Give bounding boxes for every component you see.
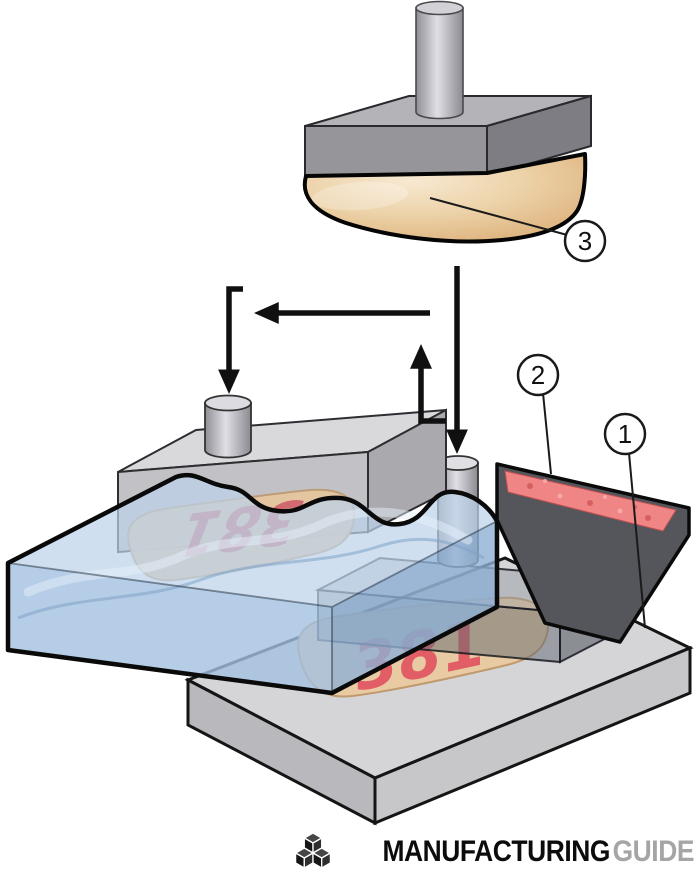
base-plate-right-face (373, 645, 692, 826)
callout-2-label: 2 (531, 360, 545, 390)
arrow-down-left-icon (218, 286, 243, 394)
motion-arrows (218, 266, 468, 454)
callout-2-circle (516, 353, 560, 397)
surface-wave-highlight (23, 507, 473, 597)
workpiece-inner-edges (7, 520, 498, 693)
surface-wave-shade (17, 537, 485, 620)
callout-1-leader (628, 452, 646, 629)
logo-text-guide: GUIDE (612, 835, 695, 868)
callout-1-circle (603, 412, 647, 456)
callout-1-label: 1 (618, 419, 632, 449)
hex-cubes-logo-icon (294, 832, 332, 870)
logo-text-manufacturing: MANUFACTURING (382, 835, 610, 868)
blue-workpiece (5, 472, 500, 696)
registration-pin-left (204, 394, 252, 459)
silicone-pad (302, 152, 588, 244)
workpiece-assembly: 381 (5, 394, 500, 696)
workpiece-outline (5, 472, 500, 696)
callout-2-leader (542, 392, 552, 475)
arrow-up-icon (410, 344, 446, 424)
stamp-tool (302, 0, 592, 244)
callout-3-circle (563, 219, 607, 263)
callout-3-label: 3 (578, 226, 592, 256)
ink-plate (495, 462, 691, 644)
pad-sheen (312, 181, 408, 211)
stamp-shaft (415, 0, 464, 120)
logo-wordmark: MANUFACTURING GUIDE (382, 835, 694, 869)
workpiece-right-face (332, 521, 497, 693)
stamp-block-front-face (304, 125, 488, 177)
callouts: 3 2 1 (429, 197, 647, 629)
manufacturing-guide-logo: MANUFACTURING GUIDE (293, 832, 694, 872)
callout-3-leader (429, 197, 572, 237)
stamp-block-right-face (486, 94, 592, 178)
